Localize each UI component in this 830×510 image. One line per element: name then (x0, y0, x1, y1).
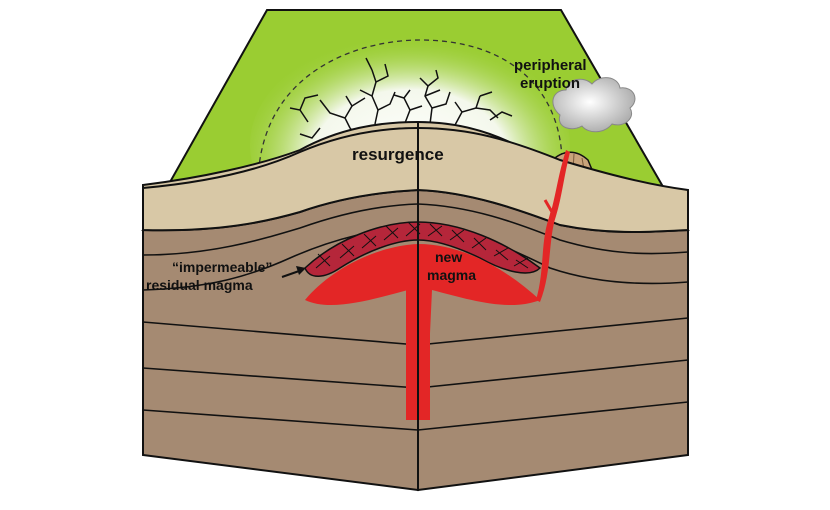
caldera-rim-dashed (257, 39, 563, 181)
dyke-branch (543, 199, 554, 229)
peripheral-dyke (536, 150, 570, 302)
label-impermeable: “impermeable” (172, 259, 272, 275)
label-peripheral: peripheral (514, 57, 587, 74)
eruption-plume (552, 77, 636, 133)
impermeable-arrow (281, 266, 306, 278)
strata-lines-right (417, 203, 689, 431)
crust-front-band (142, 126, 689, 234)
fracture-network (289, 57, 513, 139)
label-eruption: eruption (520, 75, 580, 92)
label-new: new (435, 249, 462, 265)
strata-lines-left (142, 203, 419, 431)
label-resurgence: resurgence (352, 145, 444, 164)
label-magma: magma (427, 267, 476, 283)
label-residual-magma: residual magma (146, 277, 253, 293)
